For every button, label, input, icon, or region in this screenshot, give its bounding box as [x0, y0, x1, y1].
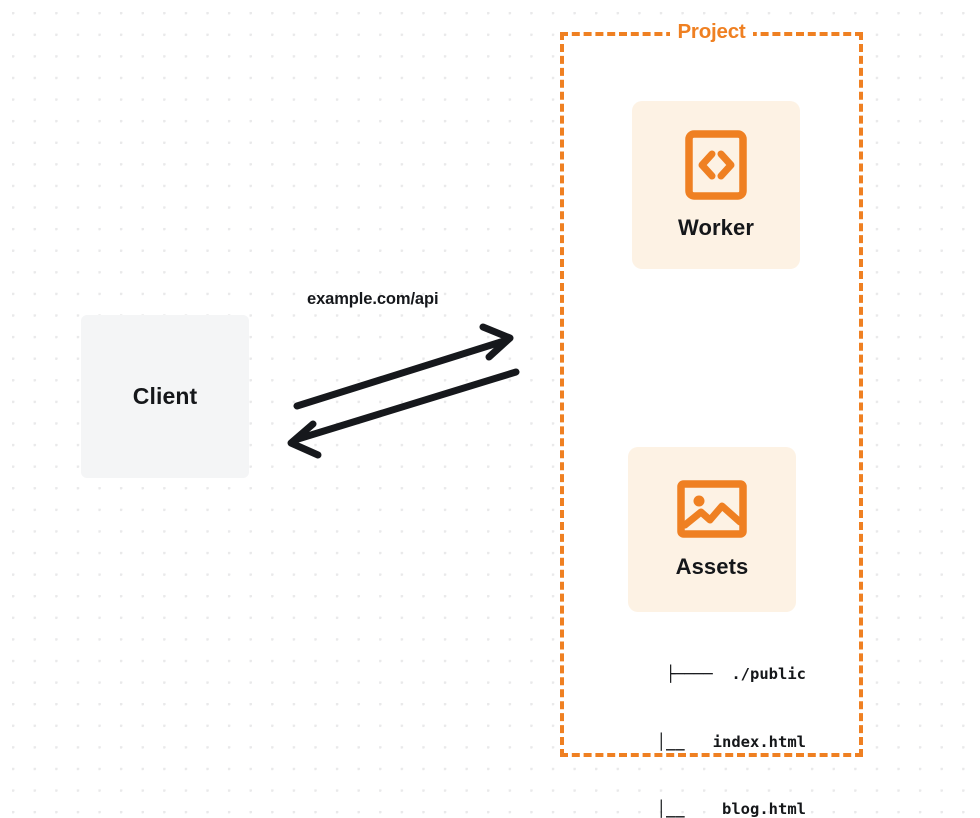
assets-card-label: Assets [675, 554, 749, 579]
worker-card-label: Worker [678, 214, 754, 240]
file-tree-row: ├──── ./public [666, 665, 806, 683]
response-arrow [287, 368, 520, 459]
assets-file-tree: ├──── ./public │__ index.html │__ blog.h… [606, 618, 806, 818]
project-group-title-text: Project [670, 20, 753, 44]
request-arrow [293, 323, 514, 410]
file-tree-row: │__ index.html [628, 732, 806, 751]
code-brackets-icon [685, 129, 747, 205]
worker-card[interactable]: Worker [632, 101, 800, 269]
file-tree-row: │__ blog.html [628, 800, 806, 818]
connector-label: example.com/api [307, 290, 439, 308]
image-icon [677, 479, 747, 544]
project-group-title: Project [560, 20, 863, 44]
client-node-label: Client [132, 383, 198, 409]
assets-card[interactable]: Assets [628, 447, 796, 612]
client-node[interactable]: Client [81, 315, 249, 478]
